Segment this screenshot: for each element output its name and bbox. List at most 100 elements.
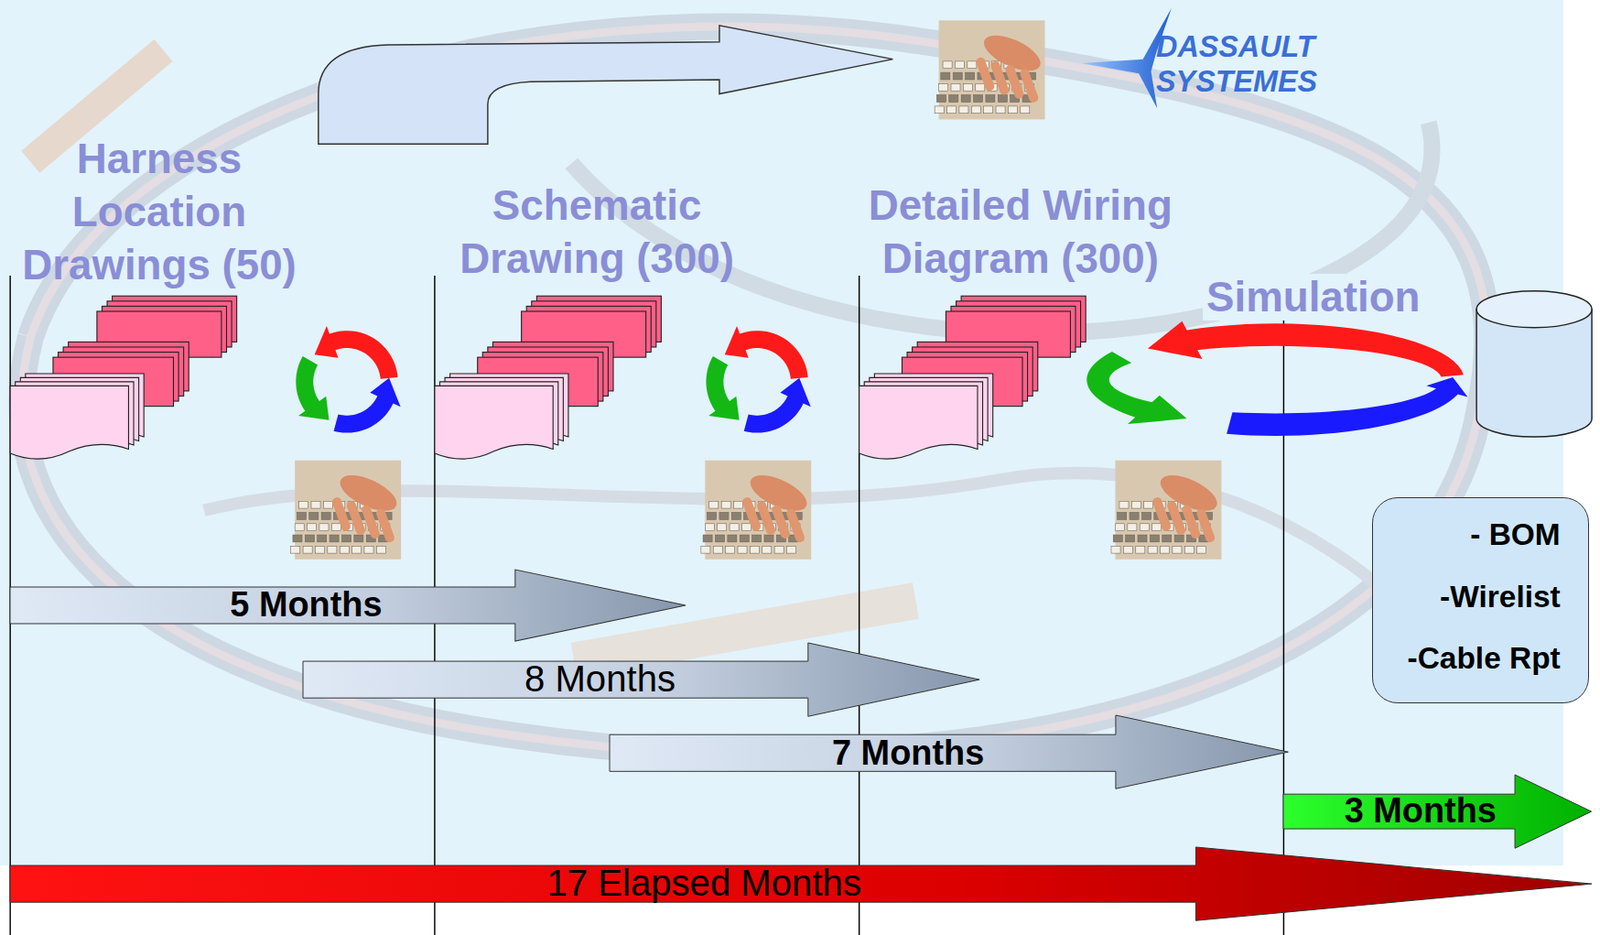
key — [952, 72, 963, 80]
key — [967, 61, 977, 69]
finger — [1195, 507, 1216, 543]
duration-label: 8 Months — [524, 659, 676, 699]
key — [1139, 523, 1149, 531]
finger — [989, 60, 1010, 97]
key — [321, 512, 331, 520]
timeline-arrow: 7 Months — [609, 714, 1288, 789]
finger — [974, 55, 995, 92]
key — [787, 545, 797, 553]
key — [354, 534, 364, 542]
key — [762, 545, 772, 553]
keyboard-photo — [294, 460, 401, 560]
duration-label: 17 Elapsed Months — [546, 864, 862, 903]
cycle-arrows — [295, 325, 400, 433]
key — [1123, 545, 1133, 553]
key — [314, 545, 325, 553]
phase-heading: Simulation — [1202, 273, 1425, 321]
key — [764, 534, 774, 542]
curved-arrow — [318, 25, 894, 144]
finger — [1004, 64, 1025, 100]
key — [291, 545, 301, 553]
key — [1020, 106, 1030, 114]
key — [934, 106, 944, 114]
background — [0, 0, 1564, 865]
key — [339, 545, 349, 553]
key — [1174, 534, 1184, 542]
key — [962, 83, 973, 91]
keyboard-icon — [934, 20, 1046, 119]
key — [352, 545, 362, 553]
key — [304, 534, 314, 542]
arrow-outline — [1283, 774, 1592, 848]
key — [704, 523, 714, 531]
key — [749, 545, 759, 553]
key — [1141, 512, 1151, 520]
output-box: - BOM-Wirelist-Cable Rpt — [1372, 497, 1589, 703]
keyboard-photo — [939, 20, 1046, 119]
finger — [345, 499, 367, 536]
key — [739, 534, 749, 542]
key — [1172, 545, 1182, 553]
key — [707, 512, 717, 520]
key — [729, 523, 739, 531]
key — [971, 106, 981, 114]
cycle-arrow — [1147, 321, 1464, 378]
key — [961, 95, 971, 103]
key — [936, 95, 946, 103]
finger — [1151, 496, 1172, 532]
cycle-arrow — [295, 356, 329, 421]
finger — [1180, 503, 1201, 540]
key — [1117, 512, 1127, 520]
key — [317, 534, 327, 542]
key — [947, 106, 957, 114]
cycle-arrows — [1086, 321, 1468, 436]
key — [713, 545, 723, 553]
cycle-arrow — [334, 378, 401, 433]
key — [721, 500, 731, 509]
key — [1184, 545, 1194, 553]
key — [741, 523, 751, 531]
phase-divider — [1283, 275, 1285, 935]
key — [309, 512, 319, 520]
key — [292, 534, 303, 542]
phase-heading: Harness Location Drawings (50) — [3, 132, 315, 292]
key — [1149, 534, 1159, 542]
cycle-arrows — [705, 325, 811, 433]
key — [734, 500, 744, 509]
key — [327, 545, 337, 553]
key — [752, 534, 762, 542]
keyboard-icon — [701, 460, 812, 560]
key — [364, 545, 374, 553]
timeline-arrow: 3 Months — [1283, 774, 1592, 848]
duration-label: 3 Months — [1344, 792, 1497, 830]
cycle-arrow — [1226, 377, 1468, 436]
key — [1111, 545, 1121, 553]
key — [727, 534, 737, 542]
key — [997, 95, 1007, 103]
document-sheet — [859, 385, 978, 459]
key — [311, 500, 321, 509]
finger — [1166, 499, 1187, 536]
key — [709, 500, 719, 509]
key — [731, 512, 741, 520]
key — [939, 83, 949, 91]
phase-heading: Schematic Drawing (300) — [441, 179, 753, 286]
key — [1135, 545, 1146, 553]
key — [949, 95, 959, 103]
key — [1127, 523, 1137, 531]
key — [1152, 523, 1162, 531]
key — [296, 512, 306, 520]
keyboard-icon — [1111, 460, 1222, 560]
finger — [770, 503, 791, 540]
arrow-outline — [302, 642, 980, 716]
key — [1144, 500, 1154, 509]
key — [702, 534, 713, 542]
timeline-arrow: 5 Months — [10, 569, 686, 641]
cycle-arrow — [744, 378, 811, 433]
keyboard-photo — [704, 460, 811, 560]
key — [299, 500, 309, 509]
key — [975, 83, 985, 91]
key — [1007, 106, 1017, 114]
key — [725, 545, 736, 553]
